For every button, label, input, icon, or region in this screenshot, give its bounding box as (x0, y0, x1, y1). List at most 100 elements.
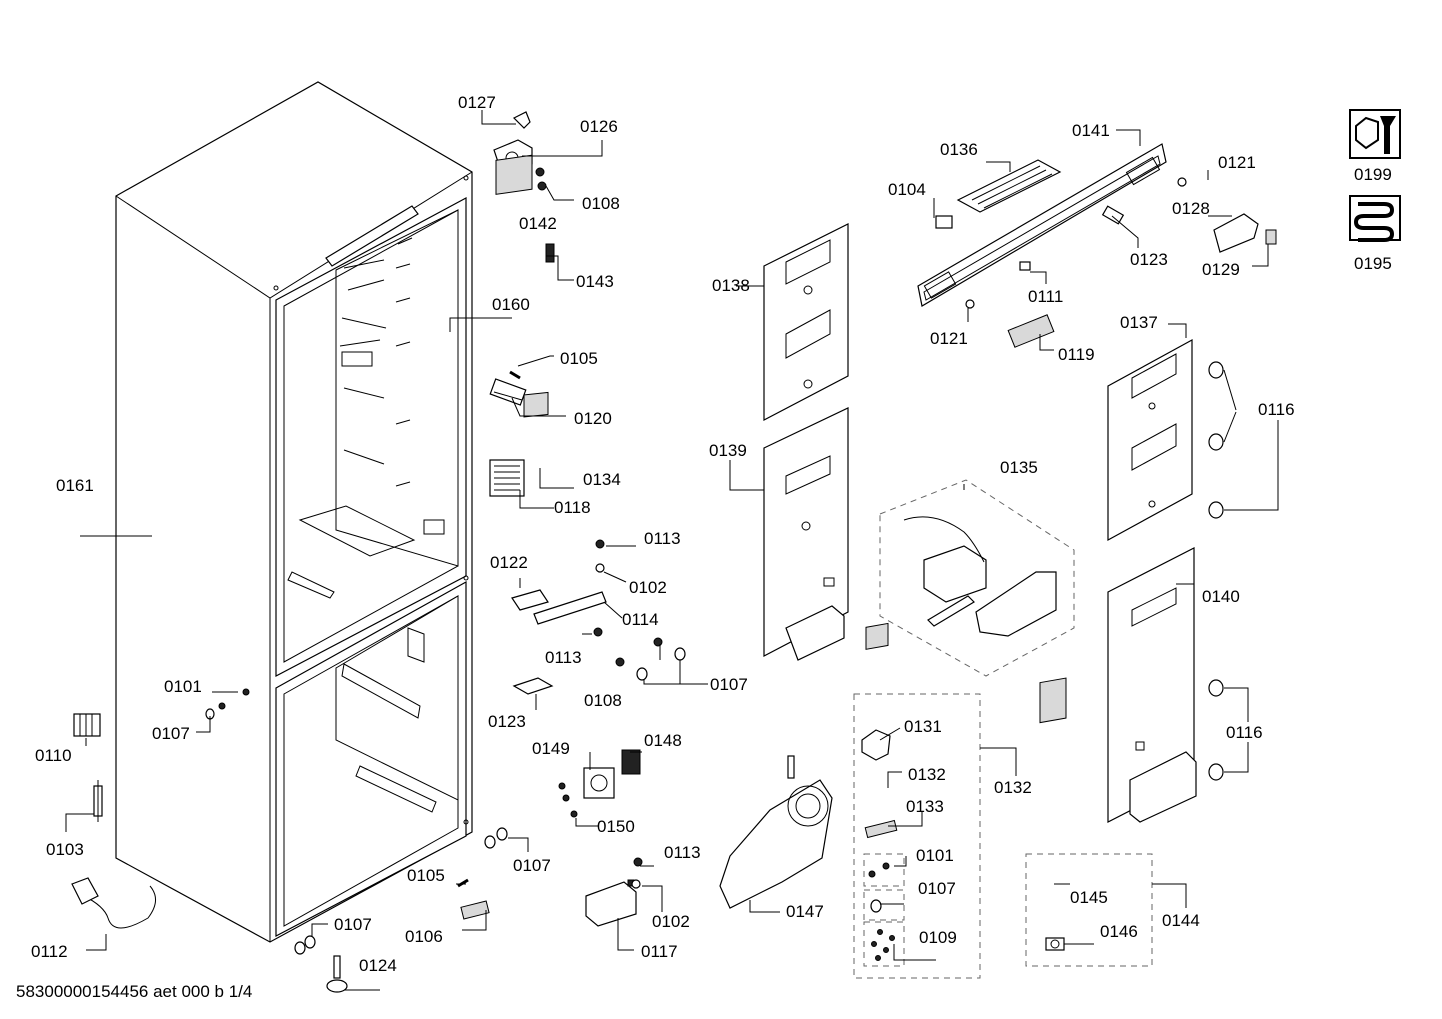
label-0123-a: 0123 (488, 712, 526, 731)
label-0113-c: 0113 (664, 843, 701, 862)
label-0132-b: 0132 (908, 765, 946, 784)
label-0107-e: 0107 (918, 879, 956, 898)
screw-0113-c (633, 857, 643, 867)
door-hinge-cover-0127 (512, 111, 531, 129)
label-0112: 0112 (31, 942, 68, 961)
screw-0113-b (593, 627, 603, 637)
screw-0101b (218, 702, 226, 710)
label-0146: 0146 (1100, 922, 1138, 941)
pins-0116 (1208, 361, 1224, 781)
leveling-foot-0124 (326, 955, 348, 993)
label-0161: 0161 (56, 476, 94, 495)
label-0114: 0114 (622, 610, 659, 629)
connector-block-0110 (73, 713, 101, 737)
fuse-0103 (93, 780, 103, 822)
cover-0119 (1007, 314, 1055, 348)
label-0149: 0149 (532, 739, 570, 758)
label-0101-a: 0101 (164, 677, 202, 696)
label-0108-a: 0108 (582, 194, 620, 213)
label-0195: 0195 (1354, 254, 1392, 273)
sub-outline-c (863, 921, 905, 967)
fan-motor-assembly-0135 (903, 516, 1057, 637)
sub-outline-a (863, 853, 905, 887)
clip-0143 (545, 243, 555, 263)
cap-0107-a (674, 647, 686, 661)
fridge-panel-0137 (1107, 338, 1193, 542)
label-0121-b: 0121 (930, 329, 968, 348)
fan-housing-0147 (719, 755, 833, 909)
group-outline-0144 (1025, 853, 1153, 967)
label-0145: 0145 (1070, 888, 1108, 907)
grille-0118 (489, 459, 525, 497)
clip-0111 (1019, 261, 1031, 271)
washer-0102-b (631, 879, 641, 889)
label-0127: 0127 (458, 93, 496, 112)
label-0142: 0142 (519, 214, 557, 233)
thermostat-0149 (583, 767, 615, 799)
power-cord-0112 (71, 877, 156, 929)
fridge-panel-0140 (1107, 547, 1197, 823)
foot-0107-b (294, 941, 306, 955)
label-0119: 0119 (1058, 345, 1095, 364)
freezer-panel-0138 (763, 223, 849, 421)
label-0128: 0128 (1172, 199, 1210, 218)
heating-coil-icon (1349, 195, 1401, 242)
label-0147: 0147 (786, 902, 824, 921)
screw-0121-a (1177, 177, 1187, 187)
label-0102-a: 0102 (629, 578, 667, 597)
screws-0108-top (535, 167, 547, 191)
label-0131: 0131 (904, 717, 942, 736)
vent-grille-0136 (956, 159, 1062, 213)
group-outline-0135 (879, 479, 1075, 677)
label-0143: 0143 (576, 272, 614, 291)
switch-0120 (489, 378, 527, 406)
label-0117: 0117 (641, 942, 678, 961)
label-0145 (1039, 677, 1067, 724)
label-0124: 0124 (359, 956, 397, 975)
label-0120: 0120 (574, 409, 612, 428)
label-0136: 0136 (940, 140, 978, 159)
pad-0132 (865, 622, 889, 650)
label-0101-b: 0101 (916, 846, 954, 865)
label-0138: 0138 (712, 276, 750, 295)
label-0160: 0160 (492, 295, 530, 314)
holder-0131 (861, 729, 891, 761)
sensor-0104 (935, 215, 953, 229)
relay-0148 (621, 749, 641, 775)
label-0139: 0139 (709, 441, 747, 460)
label-0141: 0141 (1072, 121, 1110, 140)
foot-0107 (304, 935, 316, 949)
label-0122: 0122 (490, 553, 528, 572)
label-plate-0142 (495, 154, 533, 195)
label-0107-d: 0107 (334, 915, 372, 934)
cap-0107-b (636, 667, 648, 681)
label-0113-a: 0113 (644, 529, 681, 548)
label-0121-a: 0121 (1218, 153, 1256, 172)
drawing-number-footer: 58300000154456 aet 000 b 1/4 (16, 982, 252, 1001)
label-0103: 0103 (46, 840, 84, 859)
part-labels: 0127 0126 0108 0142 0143 0160 0105 0120 … (31, 93, 1392, 975)
label-0118: 0118 (554, 498, 591, 517)
freezer-panel-0139 (763, 407, 849, 661)
fuse-holder-0146 (1045, 937, 1065, 951)
leader-lines (65, 110, 1279, 991)
label-0144: 0144 (1162, 911, 1200, 930)
label-0199: 0199 (1354, 165, 1392, 184)
label-0137: 0137 (1120, 313, 1158, 332)
bracket-0128 (1213, 213, 1259, 253)
label-0105-a: 0105 (560, 349, 598, 368)
label-0109: 0109 (919, 928, 957, 947)
label-0102-b: 0102 (652, 912, 690, 931)
screws-0101-b (868, 870, 876, 878)
label-0111: 0111 (1028, 287, 1063, 306)
label-0105-b: 0105 (407, 866, 445, 885)
label-0140: 0140 (1202, 587, 1240, 606)
pin-0105-b (457, 878, 469, 888)
filter-0134 (523, 391, 549, 418)
label-0148: 0148 (644, 731, 682, 750)
label-0133: 0133 (906, 797, 944, 816)
screws-0150 (558, 782, 578, 818)
pad-0133 (864, 819, 898, 839)
cap-0107-e (484, 835, 496, 849)
